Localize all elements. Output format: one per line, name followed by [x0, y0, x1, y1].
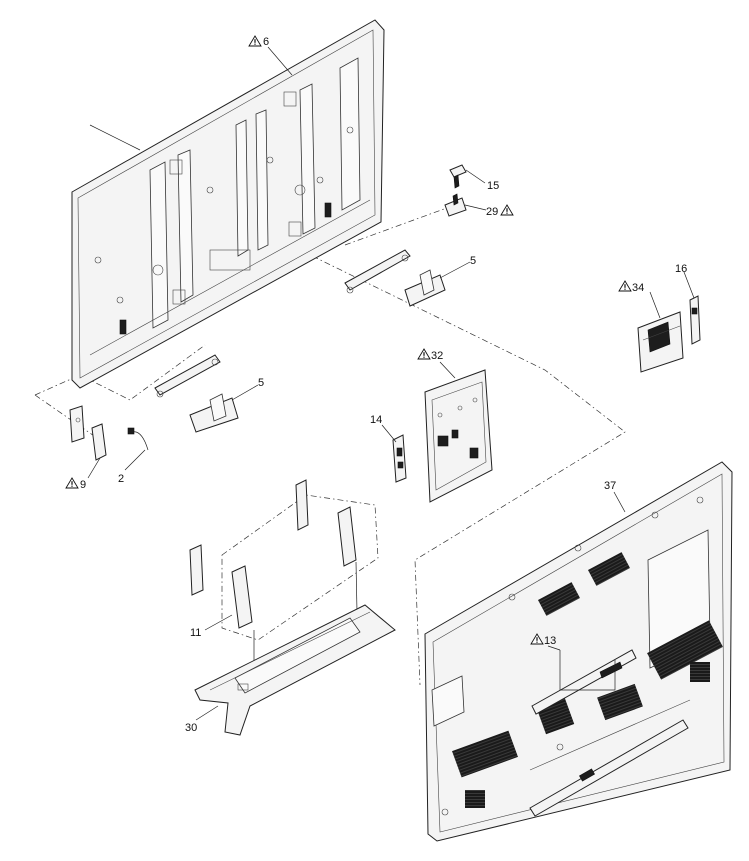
caution-triangle-icon [65, 477, 79, 489]
callout-37: 37 [604, 480, 616, 492]
callout-label: 15 [487, 180, 499, 192]
rear-trim-bar [531, 649, 637, 715]
callout-label: 9 [80, 479, 86, 491]
bottom-trim-strip [529, 719, 689, 817]
callout-label: 14 [370, 414, 382, 426]
vent-grille [597, 683, 643, 721]
callout-30: 30 [185, 722, 197, 734]
vent-grille [647, 620, 723, 680]
callout-13: 13 [530, 633, 556, 647]
vent-grille [587, 552, 631, 586]
callout-label: 37 [604, 480, 616, 492]
vent-grille [690, 662, 710, 682]
callout-34: 34 [618, 280, 644, 294]
callout-5-lower: 5 [258, 377, 264, 389]
caution-triangle-icon [417, 348, 431, 360]
caution-triangle-icon [618, 280, 632, 292]
assembly-guide-lines [34, 204, 626, 686]
callout-15: 15 [487, 180, 499, 192]
circuit-board-34 [637, 311, 684, 373]
callout-label: 13 [544, 635, 556, 647]
bracket-15 [449, 164, 467, 189]
callout-label: 11 [190, 627, 201, 639]
cable-2 [127, 427, 149, 451]
callout-11: 11 [190, 627, 201, 639]
callout-16: 16 [675, 263, 687, 275]
caution-triangle-icon [500, 204, 514, 216]
callout-29: 29 [486, 204, 514, 218]
stand-base [194, 604, 396, 736]
callout-label: 5 [258, 377, 264, 389]
callout-label: 32 [431, 350, 443, 362]
vent-grille [537, 582, 581, 616]
callout-label: 5 [470, 255, 476, 267]
callout-2: 2 [118, 473, 124, 485]
circuit-board-32 [424, 369, 493, 503]
lcd-panel-frame [71, 19, 385, 389]
callout-14: 14 [370, 414, 382, 426]
callout-5-upper: 5 [470, 255, 476, 267]
callout-label: 6 [263, 36, 269, 48]
bracket-14 [392, 434, 407, 483]
callout-label: 29 [486, 206, 498, 218]
callout-32: 32 [417, 348, 443, 362]
bracket-9 [69, 405, 107, 461]
vent-grille [452, 730, 518, 778]
bracket-16 [689, 295, 701, 345]
stand-mount-bracket-lower [154, 354, 239, 433]
caution-triangle-icon [248, 35, 262, 47]
callout-label: 16 [675, 263, 687, 275]
stand-neck-brackets [189, 479, 357, 629]
callout-label: 30 [185, 722, 197, 734]
vent-grille [465, 790, 485, 808]
callout-label: 2 [118, 473, 124, 485]
callout-label: 34 [632, 282, 644, 294]
callout-6: 6 [248, 35, 269, 48]
stand-mount-bracket-upper [344, 249, 446, 307]
callout-9: 9 [65, 477, 86, 491]
bracket-29 [444, 193, 467, 217]
